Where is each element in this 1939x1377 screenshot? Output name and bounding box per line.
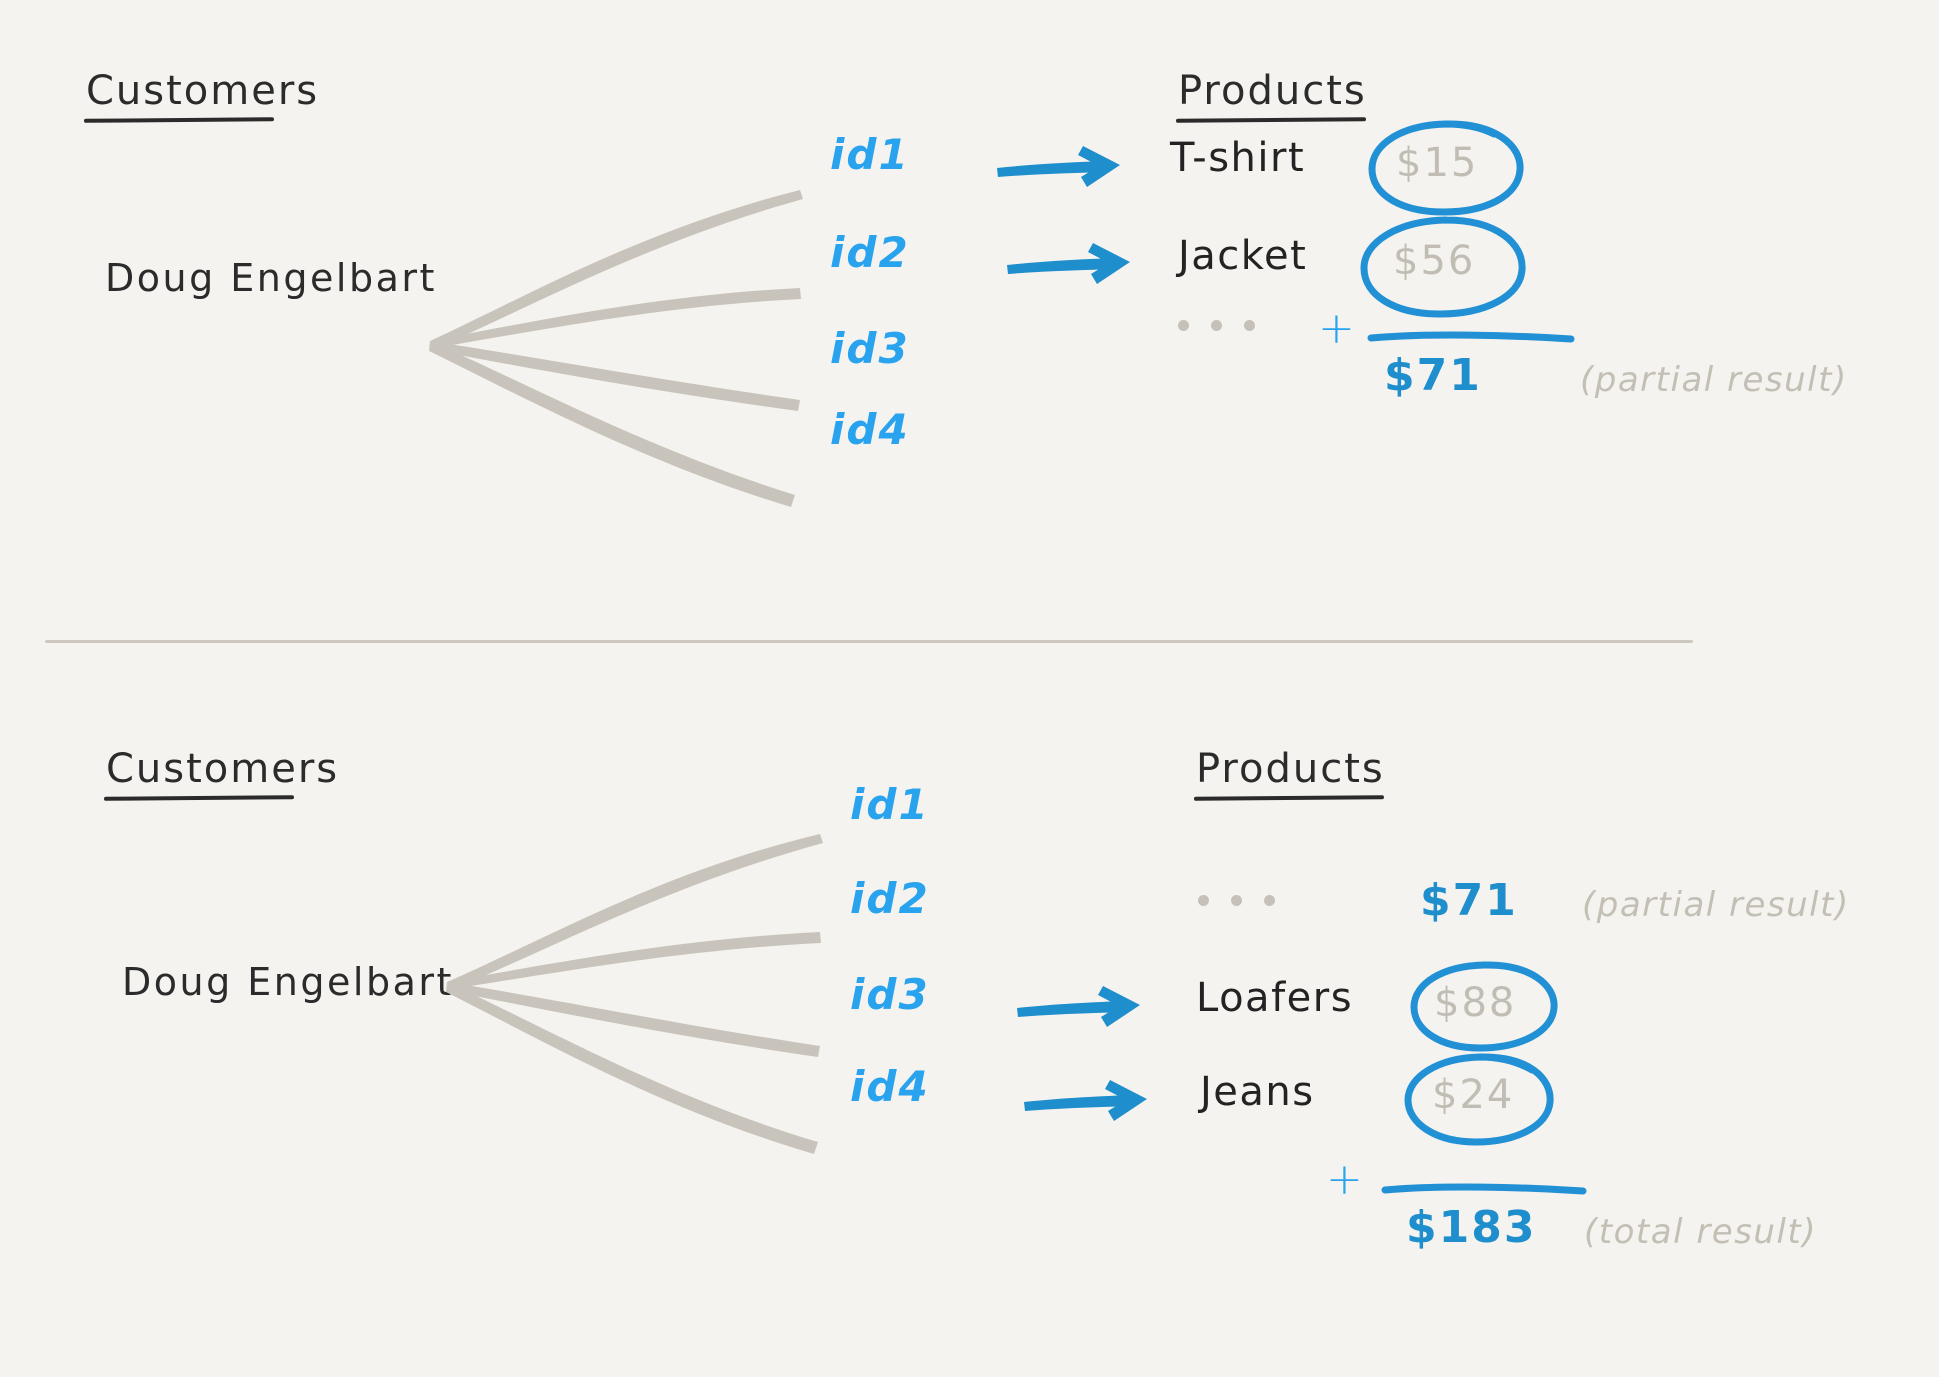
- top-panel: Customers Products Doug Engelbart id1 id…: [0, 0, 1939, 641]
- id-label-id3: id3: [830, 324, 910, 373]
- carried-partial-value: $71: [1420, 875, 1518, 926]
- total-result-value: $183: [1406, 1202, 1537, 1253]
- arrow-id1-to-product: [997, 146, 1120, 187]
- id-label-id2-bottom: id2: [850, 874, 930, 923]
- ellipsis-top: [1178, 320, 1255, 331]
- price-circle-tshirt: [1368, 120, 1524, 216]
- price-jeans: $24: [1432, 1072, 1515, 1118]
- fanout-lines-bottom: [446, 834, 823, 1154]
- panel-divider: [45, 640, 1693, 643]
- id-label-id1-bottom: id1: [850, 780, 930, 829]
- partial-result-note-top: (partial result): [1580, 360, 1848, 400]
- id-label-id2: id2: [830, 228, 910, 277]
- customer-name: Doug Engelbart: [105, 256, 437, 300]
- customers-heading: Customers: [86, 68, 320, 114]
- price-loafers: $88: [1434, 980, 1517, 1026]
- id-label-id4: id4: [830, 405, 910, 454]
- product-name-jeans: Jeans: [1200, 1069, 1315, 1115]
- sum-line-bottom: [1381, 1183, 1587, 1195]
- ellipsis-bottom: [1198, 895, 1275, 906]
- plus-sign-top: +: [1318, 303, 1356, 354]
- carried-partial-note: (partial result): [1582, 885, 1850, 925]
- arrow-id3-to-product: [1017, 986, 1140, 1027]
- products-heading: Products: [1178, 68, 1367, 114]
- arrow-id2-to-product: [1007, 243, 1130, 284]
- product-name-tshirt: T-shirt: [1170, 135, 1306, 181]
- price-jacket: $56: [1393, 238, 1476, 284]
- id-label-id1: id1: [830, 130, 910, 179]
- partial-result-value-top: $71: [1384, 350, 1482, 401]
- bottom-panel: Customers Products Doug Engelbart id1 id…: [0, 642, 1939, 1377]
- sum-line-top: [1367, 331, 1575, 343]
- plus-sign-bottom: +: [1326, 1154, 1364, 1205]
- id-label-id3-bottom: id3: [850, 970, 930, 1019]
- products-heading-bottom: Products: [1196, 746, 1385, 792]
- product-name-jacket: Jacket: [1178, 233, 1308, 279]
- product-name-loafers: Loafers: [1196, 975, 1354, 1021]
- price-circle-jacket: [1360, 216, 1526, 318]
- arrow-id4-to-product: [1024, 1080, 1147, 1121]
- customers-heading-bottom: Customers: [106, 746, 340, 792]
- price-circle-loafers: [1410, 961, 1558, 1052]
- customer-name-bottom: Doug Engelbart: [122, 960, 454, 1004]
- id-label-id4-bottom: id4: [850, 1062, 930, 1111]
- price-circle-jeans: [1404, 1053, 1554, 1146]
- fanout-lines: [429, 190, 803, 507]
- total-result-note: (total result): [1584, 1212, 1818, 1252]
- price-tshirt: $15: [1396, 140, 1479, 186]
